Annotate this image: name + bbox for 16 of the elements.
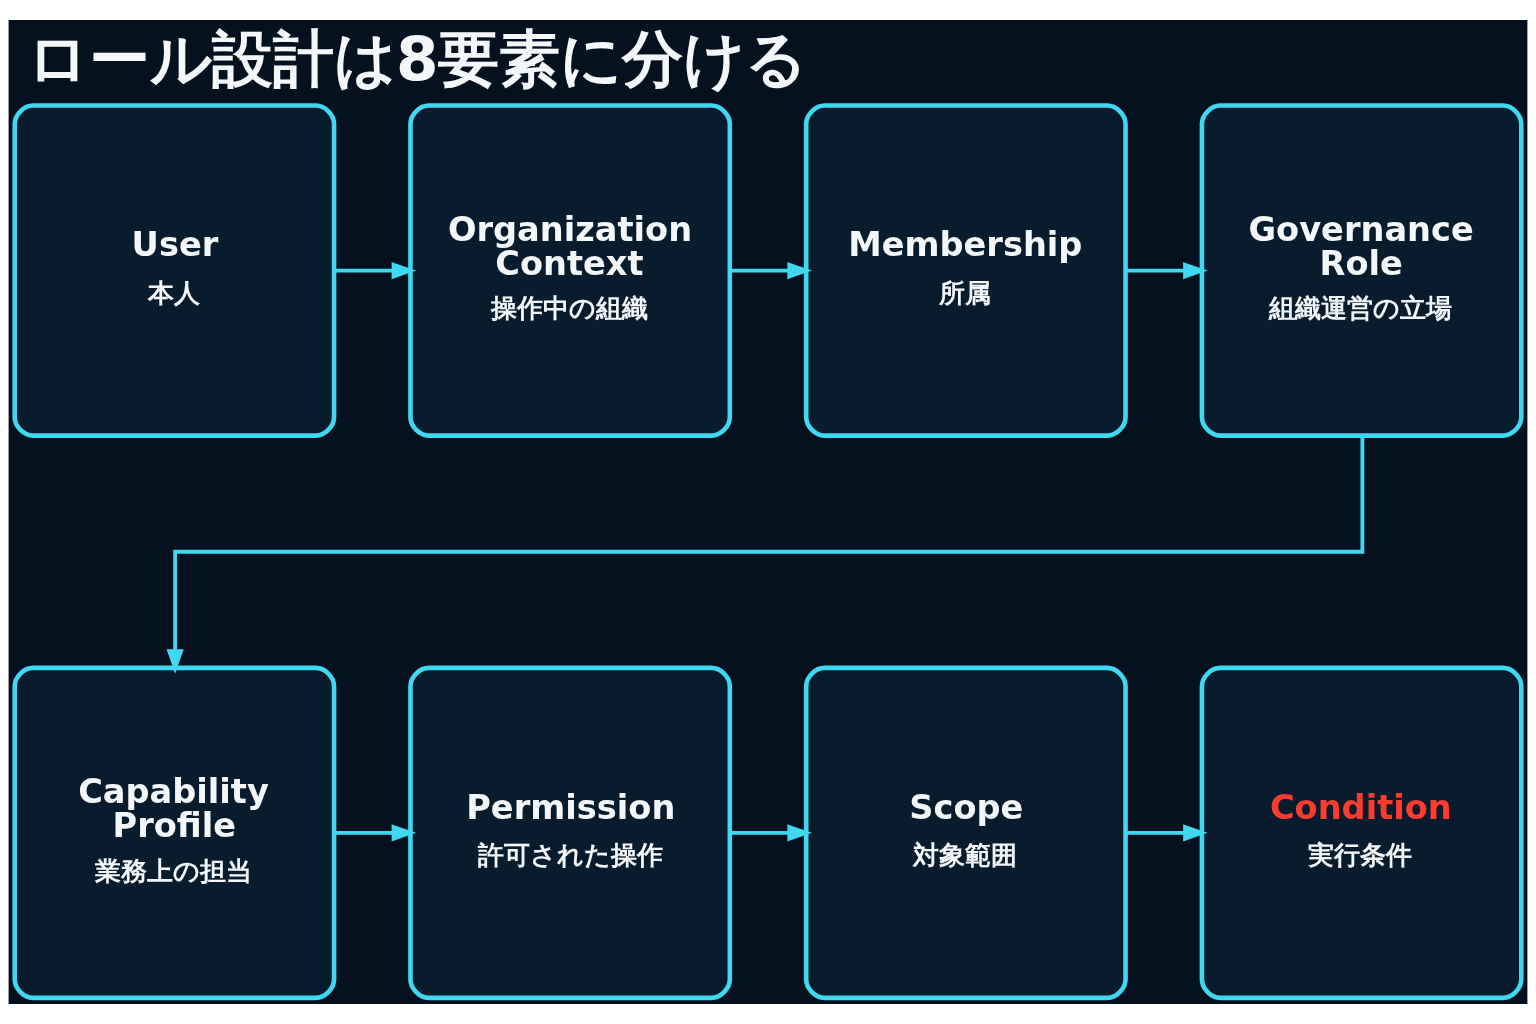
arrow [334, 262, 417, 280]
diagram-title: ロール設計は8要素に分ける [26, 22, 808, 94]
node-box: Scope 対象範囲 [803, 665, 1128, 1001]
node-box: User 本人 [12, 103, 337, 438]
arrow [729, 824, 812, 842]
node-box: Governance Role 組織運営の立場 [1199, 103, 1524, 438]
arrow [166, 435, 1365, 674]
node-box: Organization Context 操作中の組織 [408, 103, 733, 438]
node-box: Capability Profile 業務上の担当 [12, 665, 337, 1001]
arrow [1125, 824, 1208, 842]
arrow [1125, 262, 1208, 280]
node-box: Permission 許可された操作 [408, 665, 733, 1001]
node-box: Condition 実行条件 [1199, 665, 1524, 1001]
arrow [729, 262, 812, 280]
node-box: Membership 所属 [803, 103, 1128, 438]
arrow [334, 824, 417, 842]
